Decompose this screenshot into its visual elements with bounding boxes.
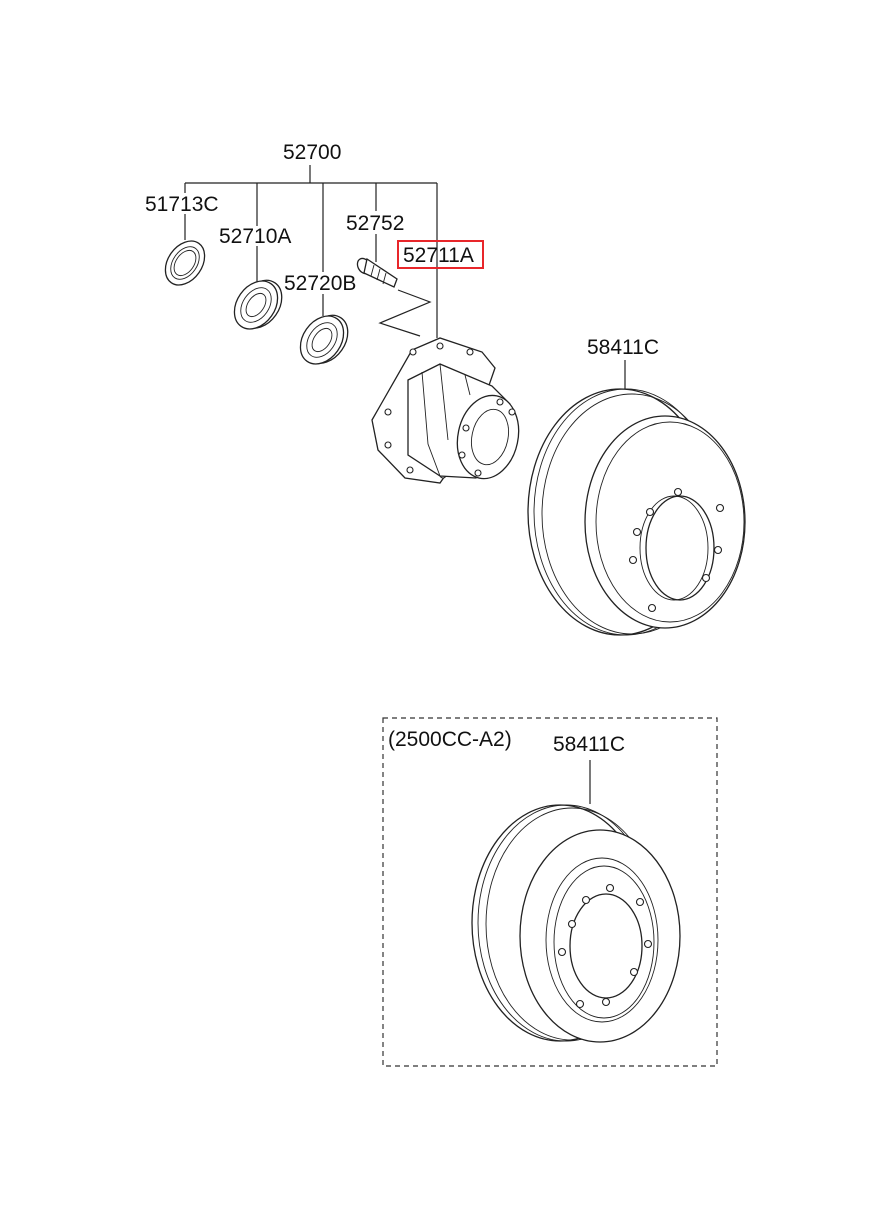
label-drum[interactable]: 58411C <box>587 336 659 359</box>
label-hub-bolt[interactable]: 52752 <box>346 212 404 235</box>
label-assembly[interactable]: 52700 <box>283 141 341 164</box>
brake-drum[interactable] <box>527 388 746 636</box>
variant-title: (2500CC-A2) <box>388 728 512 751</box>
highlight-box <box>397 240 484 269</box>
label-bearing-inner[interactable]: 52720B <box>284 272 356 295</box>
outer-bearing[interactable] <box>226 270 291 339</box>
oil-seal[interactable] <box>157 234 212 293</box>
wheel-hub[interactable] <box>371 337 526 484</box>
label-seal[interactable]: 51713C <box>145 193 219 216</box>
label-bearing-outer[interactable]: 52710A <box>219 225 291 248</box>
inner-bearing[interactable] <box>292 305 357 374</box>
label-variant-drum[interactable]: 58411C <box>553 733 625 756</box>
label-hub[interactable]: 52711A <box>403 244 474 267</box>
variant-brake-drum[interactable] <box>471 804 681 1043</box>
variant-box: (2500CC-A2) 58411C <box>382 717 718 1067</box>
hub-bolt[interactable] <box>355 256 398 288</box>
